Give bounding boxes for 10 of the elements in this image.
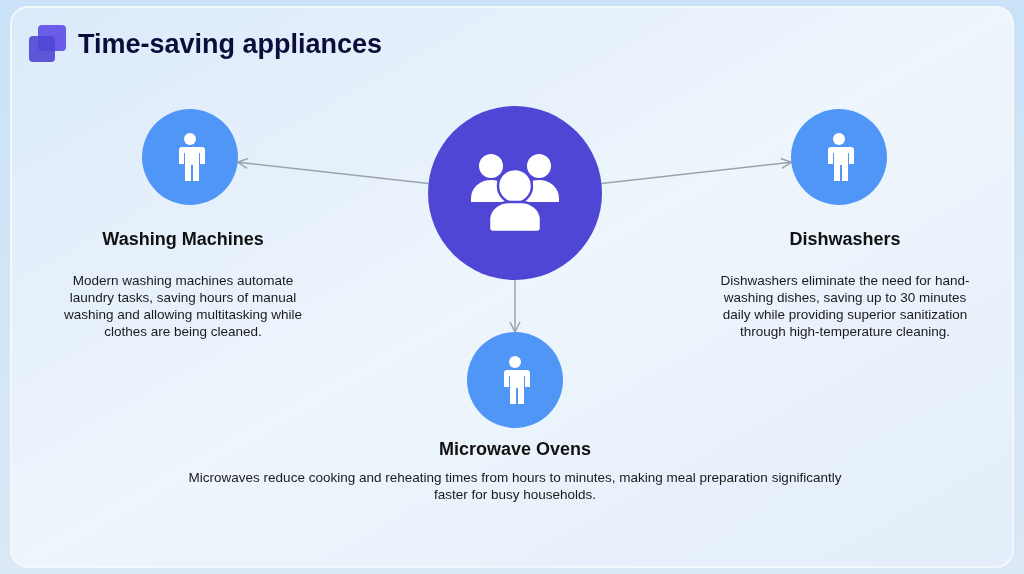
appliance-description: Microwaves reduce cooking and reheating times from hours to minutes, making meal preparation significantly faster for busy households. <box>187 469 843 503</box>
appliance-heading: Washing Machines <box>101 228 265 251</box>
appliance-heading: Dishwashers <box>788 228 902 251</box>
arrow <box>600 157 793 185</box>
appliance-description: Dishwashers eliminate the need for hand-washing dishes, saving up to 30 minutes daily while providing superior sanitization through high-temperature cleaning. <box>719 272 971 340</box>
arrow <box>509 279 521 333</box>
appliance-heading: Microwave Ovens <box>437 438 593 461</box>
slide-title: Time-saving appliances <box>78 28 383 61</box>
appliance-description: Modern washing machines automate laundry tasks, saving hours of manual washing and allowing multitasking while clothes are being cleaned. <box>63 272 303 340</box>
arrow <box>236 157 430 185</box>
